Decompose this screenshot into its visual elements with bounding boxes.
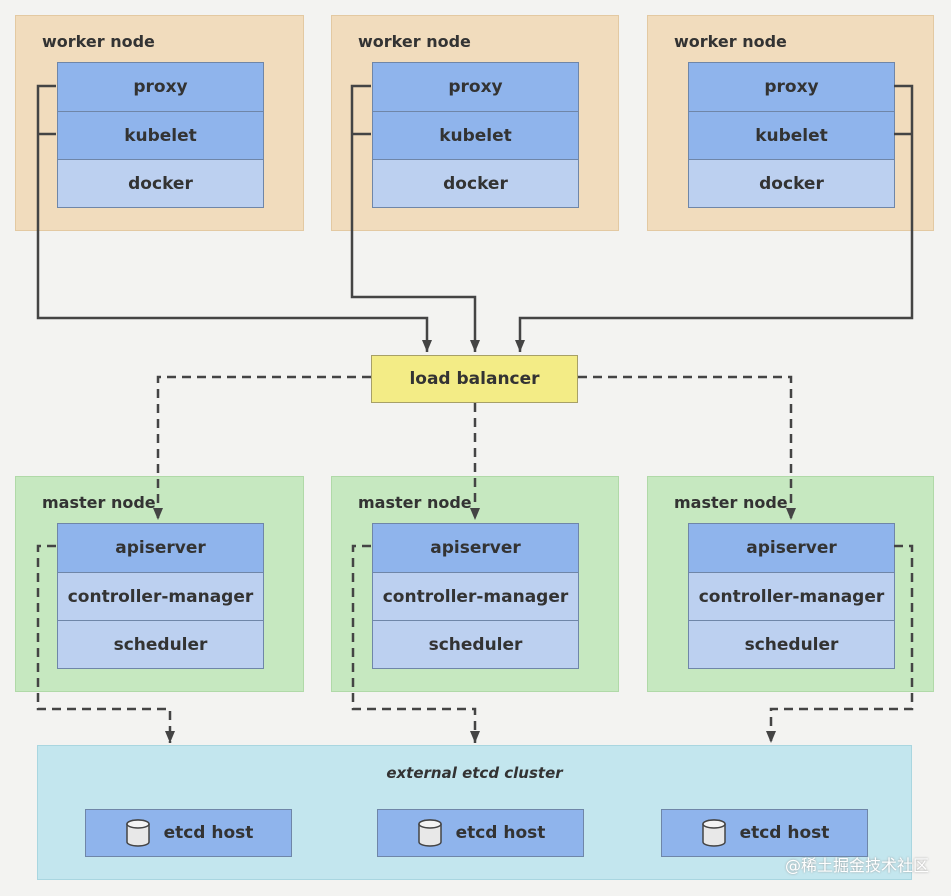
- component-kubelet: kubelet: [373, 111, 578, 159]
- component-kubelet: kubelet: [689, 111, 894, 159]
- worker-components: proxy kubelet docker: [688, 62, 895, 208]
- etcd-host-label: etcd host: [455, 823, 546, 843]
- worker-components: proxy kubelet docker: [372, 62, 579, 208]
- etcd-host-1: etcd host: [85, 809, 292, 857]
- master-components: apiserver controller-manager scheduler: [688, 523, 895, 669]
- component-docker: docker: [58, 159, 263, 207]
- component-controller-manager: controller-manager: [373, 572, 578, 620]
- component-apiserver: apiserver: [689, 524, 894, 572]
- component-apiserver: apiserver: [58, 524, 263, 572]
- master-components: apiserver controller-manager scheduler: [57, 523, 264, 669]
- master-components: apiserver controller-manager scheduler: [372, 523, 579, 669]
- master-node-3: master node apiserver controller-manager…: [647, 476, 934, 692]
- worker-node-1: worker node proxy kubelet docker: [15, 15, 304, 231]
- database-icon: [701, 819, 726, 847]
- component-proxy: proxy: [689, 63, 894, 111]
- etcd-host-2: etcd host: [377, 809, 584, 857]
- load-balancer: load balancer: [371, 355, 578, 403]
- database-icon: [125, 819, 150, 847]
- component-apiserver: apiserver: [373, 524, 578, 572]
- etcd-host-3: etcd host: [661, 809, 868, 857]
- master-node-title: master node: [358, 493, 472, 512]
- component-controller-manager: controller-manager: [689, 572, 894, 620]
- master-node-title: master node: [674, 493, 788, 512]
- component-scheduler: scheduler: [58, 620, 263, 668]
- watermark: @稀土掘金技术社区: [784, 856, 929, 875]
- database-icon: [417, 819, 442, 847]
- worker-node-title: worker node: [42, 32, 155, 51]
- etcd-host-label: etcd host: [163, 823, 254, 843]
- master-node-1: master node apiserver controller-manager…: [15, 476, 304, 692]
- component-docker: docker: [373, 159, 578, 207]
- etcd-cluster: external etcd cluster etcd host etcd hos…: [37, 745, 912, 880]
- component-proxy: proxy: [58, 63, 263, 111]
- etcd-host-label: etcd host: [739, 823, 830, 843]
- worker-node-title: worker node: [674, 32, 787, 51]
- worker-node-2: worker node proxy kubelet docker: [331, 15, 619, 231]
- worker-node-title: worker node: [358, 32, 471, 51]
- component-proxy: proxy: [373, 63, 578, 111]
- component-docker: docker: [689, 159, 894, 207]
- master-node-title: master node: [42, 493, 156, 512]
- component-kubelet: kubelet: [58, 111, 263, 159]
- component-scheduler: scheduler: [689, 620, 894, 668]
- component-scheduler: scheduler: [373, 620, 578, 668]
- component-controller-manager: controller-manager: [58, 572, 263, 620]
- etcd-cluster-title: external etcd cluster: [386, 764, 563, 782]
- worker-components: proxy kubelet docker: [57, 62, 264, 208]
- master-node-2: master node apiserver controller-manager…: [331, 476, 619, 692]
- worker-node-3: worker node proxy kubelet docker: [647, 15, 934, 231]
